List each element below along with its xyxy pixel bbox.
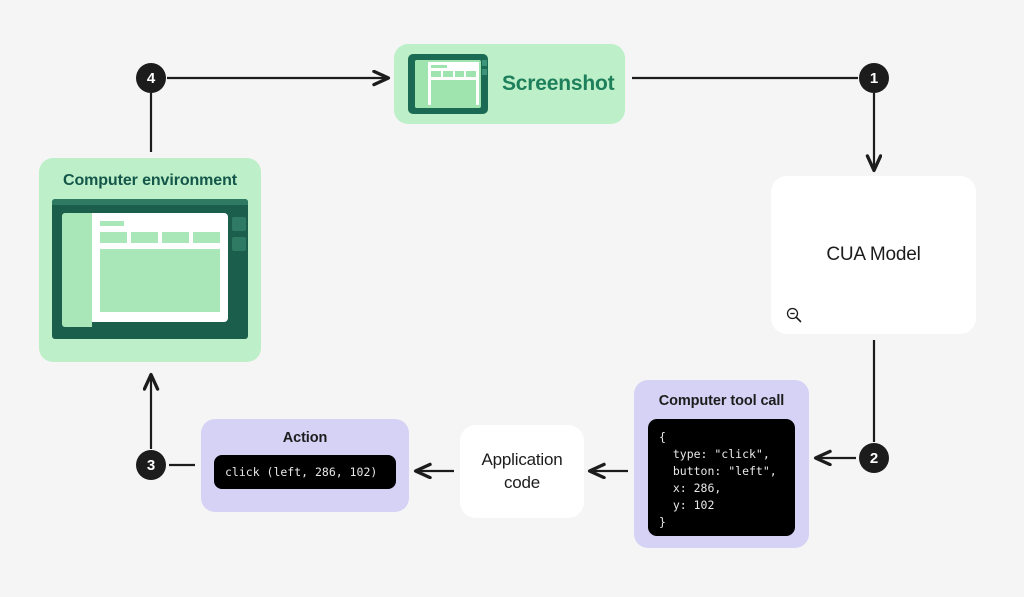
step-circle-4: 4: [136, 63, 166, 93]
step-circle-2: 2: [859, 443, 889, 473]
action-code-block: click (left, 286, 102): [214, 455, 396, 489]
tool-call-code-block: { type: "click", button: "left", x: 286,…: [648, 419, 795, 536]
cua-model-label: CUA Model: [826, 244, 921, 265]
screenshot-node[interactable]: Screenshot: [394, 44, 625, 124]
computer-environment-title: Computer environment: [62, 172, 238, 189]
screenshot-label: Screenshot: [502, 72, 615, 95]
action-title: Action: [282, 430, 328, 446]
step-circle-1: 1: [859, 63, 889, 93]
computer-tool-call-title: Computer tool call: [658, 393, 785, 409]
cua-model-node[interactable]: CUA Model: [771, 176, 976, 334]
action-node[interactable]: Action click (left, 286, 102): [201, 419, 409, 512]
step-circle-3: 3: [136, 450, 166, 480]
monitor-icon: [408, 54, 488, 114]
application-code-node[interactable]: Application code: [460, 425, 584, 518]
application-code-label: Application code: [481, 449, 563, 492]
monitor-illustration: [52, 199, 248, 339]
computer-environment-node[interactable]: Computer environment: [39, 158, 261, 362]
zoom-out-icon[interactable]: [785, 306, 803, 324]
computer-tool-call-node[interactable]: Computer tool call { type: "click", butt…: [634, 380, 809, 548]
